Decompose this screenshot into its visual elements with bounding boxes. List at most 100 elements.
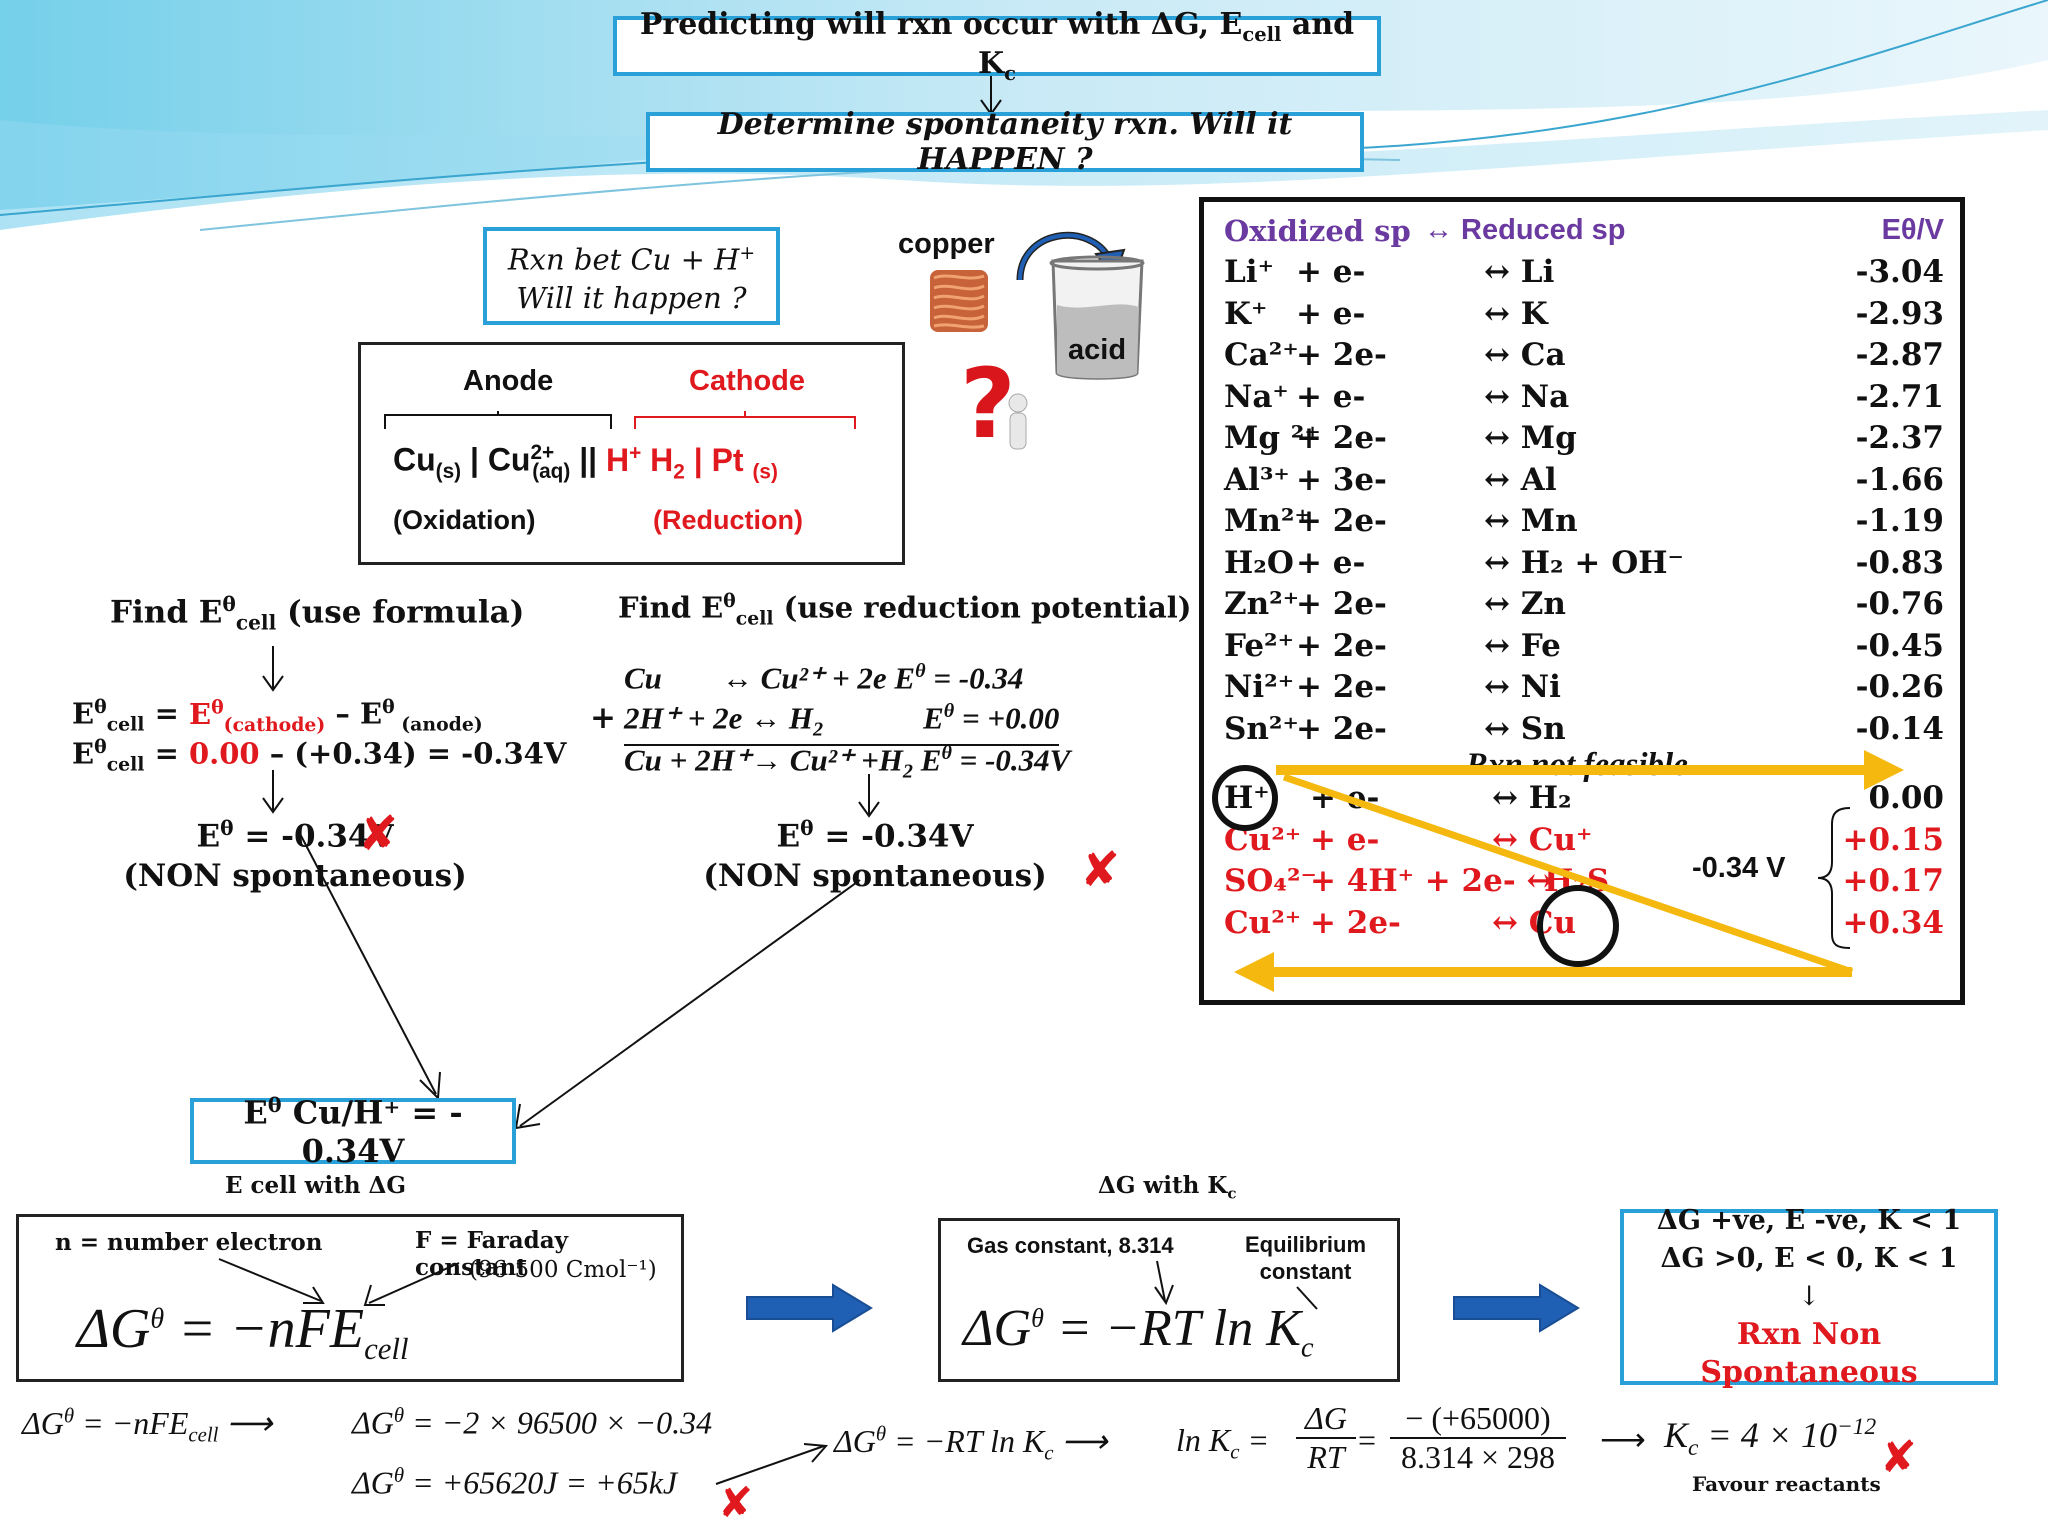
title-box: Predicting will rxn occur with ΔG, Ecell… — [613, 7, 1381, 85]
table-cell-electrons: + e- — [1296, 254, 1366, 290]
table-cell-reduced: ↔ K — [1484, 295, 1548, 332]
table-cell-reduced: ↔ Mn — [1484, 503, 1578, 539]
table-cell-reduced: ↔ H₂ + OH⁻ — [1484, 544, 1684, 581]
table-cell-electrons: + 2e- — [1296, 586, 1387, 622]
dg-nfe-equation: ΔGθ = −nFEcell — [77, 1298, 409, 1367]
result-text: Eθ Cu/H⁺ = - 0.34V — [243, 1092, 463, 1170]
table-cell-potential: -2.93 — [1855, 295, 1944, 332]
formula-cross-icon: ✘ — [358, 806, 399, 862]
calc-kc-result: Kc = 4 × 10−12 — [1664, 1414, 1877, 1462]
table-row: Mg ²⁺+ 2e-↔ Mg-2.37 — [1224, 420, 1944, 460]
col-reduced-header: ↔ Reduced sp — [1424, 214, 1626, 246]
ecell-calc-line: Eθcell = 0.00 – (+0.34) = -0.34V — [72, 736, 567, 776]
table-cell-potential: -2.37 — [1855, 420, 1944, 456]
table-cell-reduced: ↔ Mg — [1484, 420, 1577, 456]
table-cell-reduced: ↔ Cu — [1492, 904, 1576, 941]
f-label: F = Faraday constant — [415, 1227, 568, 1281]
dgk-label-arrows — [1154, 1260, 1318, 1310]
potential-difference-label: -0.34 V — [1692, 852, 1786, 884]
table-cell-electrons: + 4H⁺ + 2e- ↔ — [1310, 863, 1553, 899]
table-cell-potential: -0.83 — [1855, 544, 1944, 581]
reduction-label: (Reduction) — [653, 505, 803, 535]
ecell-dg-box: n = number electron F = Faraday constant… — [16, 1214, 684, 1382]
ecell-dg-caption: E cell with ΔG — [225, 1172, 407, 1199]
table-cell-electrons: + 2e- — [1310, 904, 1401, 941]
table-cell-oxidized: Sn²⁺ — [1224, 710, 1299, 747]
result-box: Eθ Cu/H⁺ = - 0.34V — [190, 1092, 516, 1170]
copper-label: copper — [898, 228, 995, 260]
calc-connector-arrow — [715, 1443, 829, 1485]
table-row: H₂O+ e-↔ H₂ + OH⁻-0.83 — [1224, 545, 1944, 585]
calc-lnk: ln Kc = — [1176, 1422, 1270, 1464]
conclusion-arrow: ↓ — [1797, 1281, 1821, 1312]
f-value: (96 500 Cmol⁻¹) — [469, 1257, 657, 1283]
table-cell-oxidized: K⁺ — [1224, 295, 1268, 332]
conclusion-line2: ΔG >0, E < 0, K < 1 — [1660, 1243, 1958, 1274]
question-mark-icon: ? — [960, 355, 1028, 455]
table-cell-oxidized: Mg ²⁺ — [1224, 420, 1321, 456]
table-cell-electrons: + 2e- — [1296, 669, 1387, 705]
table-cell-reduced: ↔ Na — [1484, 378, 1570, 415]
table-row: Cu²⁺+ e-↔ Cu⁺+0.15 — [1224, 822, 1944, 862]
cathode-label: Cathode — [689, 365, 805, 397]
subtitle-box: Determine spontaneity rxn. Will it HAPPE… — [646, 107, 1364, 177]
half-reaction-1: Cu↔ Cu²⁺ + 2e Eθ = -0.34 — [624, 660, 1024, 696]
table-cell-reduced: ↔ Zn — [1484, 586, 1566, 622]
page-subtitle: Determine spontaneity rxn. Will it HAPPE… — [717, 107, 1293, 177]
formula-down-arrow — [262, 646, 284, 692]
table-cell-reduced: ↔ H₂ — [1492, 780, 1572, 816]
table-cell-potential: +0.34 — [1842, 904, 1944, 941]
reduction-cross-icon: ✘ — [1080, 842, 1121, 898]
reduction-potential-table: Oxidized sp ↔ Reduced sp Eθ/V Li⁺+ e-↔ L… — [1199, 197, 1965, 1005]
plus-sign: + — [590, 700, 616, 736]
table-cell-reduced: ↔ Fe — [1484, 627, 1561, 664]
table-cell-reduced: ↔ Li — [1484, 254, 1555, 290]
table-cell-electrons: + 2e- — [1296, 627, 1387, 664]
table-cell-potential: -0.76 — [1855, 586, 1944, 622]
table-cell-oxidized: Al³⁺ — [1224, 461, 1290, 498]
oxidation-label: (Oxidation) — [393, 505, 536, 535]
calc-dg-result: ΔGθ = +65620J = +65kJ — [352, 1464, 678, 1501]
dg-k-caption: ΔG with Kc — [1098, 1172, 1237, 1203]
conclusion-box: ΔG +ve, E -ve, K < 1 ΔG >0, E < 0, K < 1… — [1620, 1205, 1998, 1390]
table-header: Oxidized sp ↔ Reduced sp Eθ/V — [1224, 214, 1944, 254]
table-row: K⁺ + e- ↔ K -2.93 — [1224, 296, 1944, 336]
table-cell-electrons: + e- — [1310, 821, 1380, 858]
table-cell-potential: +0.17 — [1842, 863, 1944, 899]
calc-dg-substitution: ΔGθ = −2 × 96500 × −0.34 — [352, 1404, 713, 1441]
question-line2: Will it happen ? — [516, 280, 747, 315]
calc-equals: = — [1358, 1422, 1377, 1458]
acid-beaker-image — [1049, 255, 1145, 380]
formula-result: Eθ = -0.34V (NON spontaneous) — [123, 816, 467, 895]
reduction-result: Eθ = -0.34V (NON spontaneous) — [703, 816, 1047, 895]
favour-reactants-label: Favour reactants — [1692, 1472, 1881, 1496]
table-cell-electrons: + 2e- — [1296, 337, 1387, 373]
table-cell-potential: -3.04 — [1855, 254, 1944, 290]
dg-rtlnk-equation: ΔGθ = −RT ln Kc — [963, 1300, 1314, 1364]
table-cell-potential: -1.19 — [1855, 503, 1944, 539]
page-title: Predicting will rxn occur with ΔG, Ecell… — [639, 7, 1355, 85]
table-cell-potential: 0.00 — [1868, 780, 1944, 816]
col-oxidized-header: Oxidized sp — [1224, 214, 1411, 248]
formula-result-arrow — [262, 770, 284, 814]
calc-cross-icon-2: ✘ — [1880, 1432, 1917, 1483]
table-cell-electrons: + e- — [1296, 295, 1366, 332]
table-row: Al³⁺+ 3e-↔ Al-1.66 — [1224, 462, 1944, 502]
table-row: Na⁺+ e-↔ Na-2.71 — [1224, 379, 1944, 419]
table-row: Ni²⁺+ 2e-↔ Ni-0.26 — [1224, 669, 1944, 709]
reduction-method-heading: Find Eθcell (use reduction potential) — [618, 590, 1192, 630]
cell-notation-box: Anode Cathode Cu(s) | Cu2+(aq) || H+ H2 … — [358, 342, 905, 565]
table-row: Li⁺+ e-↔ Li-3.04 — [1224, 254, 1944, 294]
table-row: Sn²⁺+ 2e-↔ Sn-0.14 — [1224, 711, 1944, 751]
conclusion-line3: Rxn Non Spontaneous — [1700, 1317, 1918, 1390]
table-cell-oxidized: Zn²⁺ — [1224, 586, 1300, 622]
table-cell-oxidized: SO₄²⁻ — [1224, 863, 1317, 899]
table-cell-oxidized: Cu²⁺ — [1224, 904, 1302, 941]
table-row: Zn²⁺+ 2e- ↔ Zn -0.76 — [1224, 586, 1944, 626]
n-label: n = number electron — [55, 1229, 323, 1256]
blue-arrow-1 — [746, 1283, 873, 1333]
table-row: Fe²⁺+ 2e-↔ Fe-0.45 — [1224, 628, 1944, 668]
